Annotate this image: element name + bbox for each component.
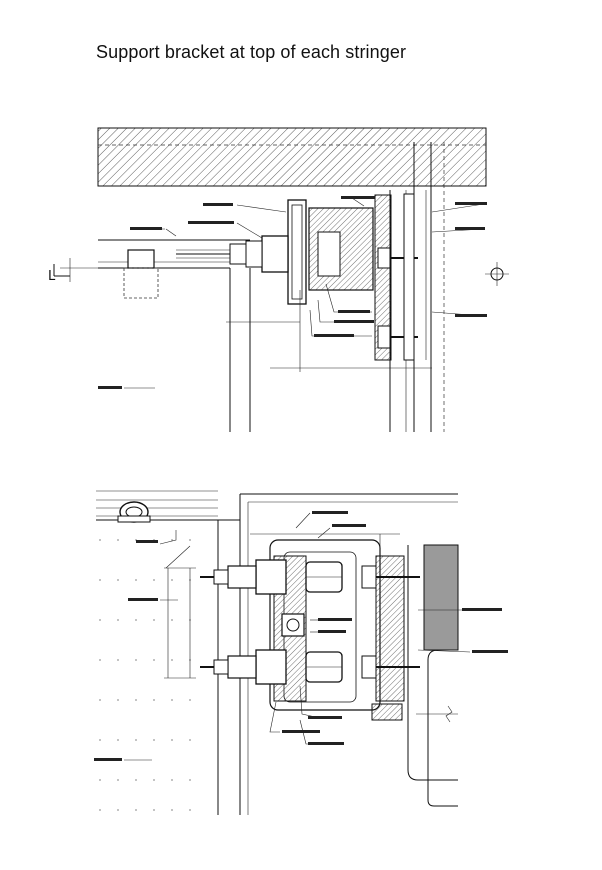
elevation-drawing <box>53 127 509 432</box>
dot-grid <box>99 539 191 811</box>
page-title: Support bracket at top of each stringer <box>96 42 407 62</box>
vertical-steel-plate <box>374 194 392 361</box>
slab-hatch <box>97 127 487 187</box>
plan-drawing <box>94 490 508 815</box>
level-marker: L <box>48 269 56 284</box>
gray-panel <box>423 544 459 651</box>
